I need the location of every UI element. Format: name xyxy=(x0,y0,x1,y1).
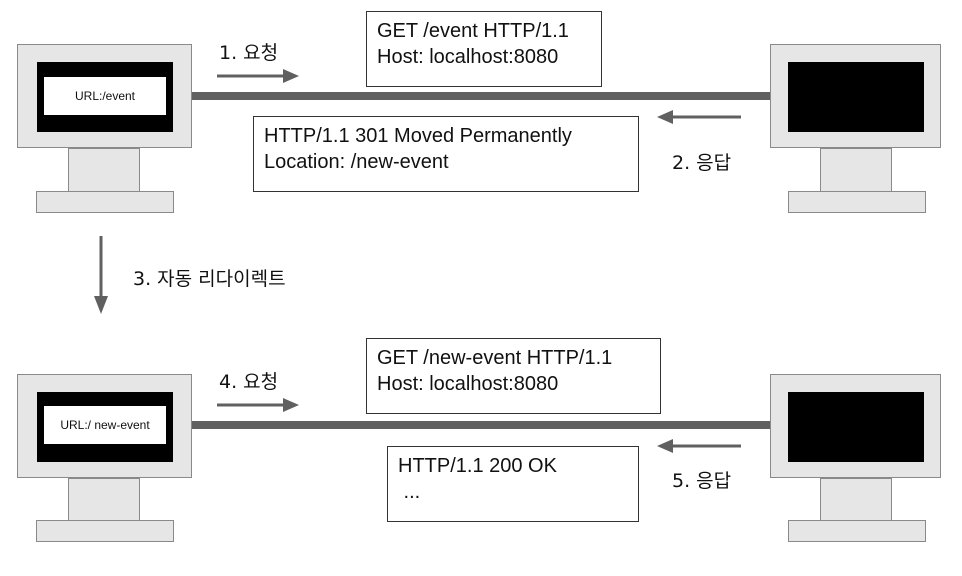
request-line: GET /new-event HTTP/1.1 xyxy=(377,347,613,369)
client-base-1 xyxy=(36,191,174,213)
response-location: Location: /new-event xyxy=(264,151,449,173)
request-arrow-2 xyxy=(217,398,299,412)
redirect-step-label: 3. 자동 리다이렉트 xyxy=(133,268,286,290)
request-host: Host: localhost:8080 xyxy=(377,373,559,395)
server-screen-2 xyxy=(788,392,924,462)
request-step-label-1: 1. 요청 xyxy=(219,42,279,64)
response-step-label-1: 2. 응답 xyxy=(672,152,732,174)
response-message-box-2: HTTP/1.1 200 OK ... xyxy=(387,446,639,522)
connection-line-2 xyxy=(190,421,770,429)
server-screen-1 xyxy=(788,62,924,132)
connection-line-1 xyxy=(190,92,770,100)
server-base-2 xyxy=(788,520,926,542)
server-stand-2 xyxy=(820,478,892,522)
request-message-box-2: GET /new-event HTTP/1.1 Host: localhost:… xyxy=(366,338,661,414)
client-stand-2 xyxy=(68,478,140,522)
response-arrow-2 xyxy=(657,439,741,453)
request-arrow-1 xyxy=(217,69,299,83)
redirect-arrow xyxy=(94,236,108,314)
response-status: HTTP/1.1 200 OK xyxy=(398,455,557,477)
response-message-box-1: HTTP/1.1 301 Moved Permanently Location:… xyxy=(253,116,639,192)
client-stand-1 xyxy=(68,148,140,192)
client-url-bar-2: URL:/ new-event xyxy=(44,406,166,444)
response-arrow-1 xyxy=(657,110,741,124)
response-body: ... xyxy=(398,481,421,503)
server-base-1 xyxy=(788,191,926,213)
request-step-label-2: 4. 요청 xyxy=(219,371,279,393)
request-line: GET /event HTTP/1.1 xyxy=(377,20,569,42)
server-stand-1 xyxy=(820,148,892,192)
response-status: HTTP/1.1 301 Moved Permanently xyxy=(264,125,572,147)
response-step-label-2: 5. 응답 xyxy=(672,470,732,492)
request-host: Host: localhost:8080 xyxy=(377,46,559,68)
request-message-box-1: GET /event HTTP/1.1 Host: localhost:8080 xyxy=(366,11,602,87)
client-url-bar-1: URL:/event xyxy=(44,77,166,115)
client-base-2 xyxy=(36,520,174,542)
